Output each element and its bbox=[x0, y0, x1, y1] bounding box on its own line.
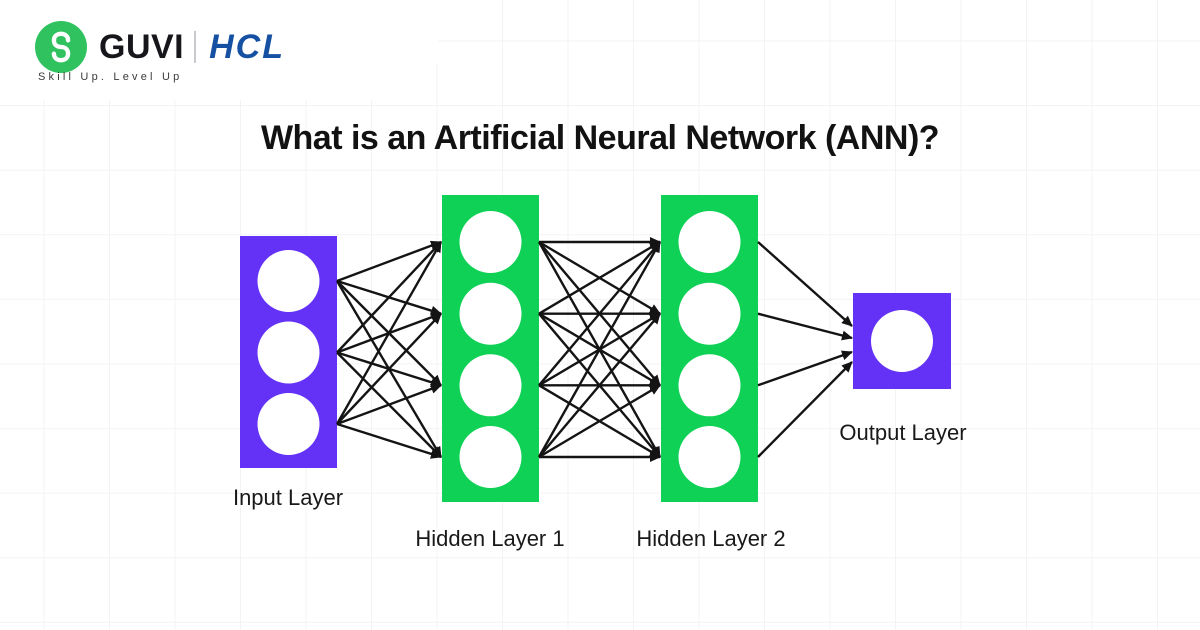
neuron-node-hidden1 bbox=[459, 354, 522, 417]
connection-arrow bbox=[757, 312, 853, 341]
neuron-node-hidden2 bbox=[678, 211, 741, 273]
page-title: What is an Artificial Neural Network (AN… bbox=[260, 119, 940, 157]
neuron-node-hidden1 bbox=[459, 282, 522, 345]
neuron-node-hidden2 bbox=[678, 282, 741, 345]
neuron-node-hidden2 bbox=[678, 426, 741, 488]
connection-arrow bbox=[538, 240, 661, 315]
connection-arrow bbox=[336, 241, 442, 354]
connection-arrow bbox=[538, 241, 661, 387]
connection-arrow bbox=[757, 241, 853, 327]
brand-header: GUVI HCL bbox=[35, 21, 285, 73]
connection-arrow bbox=[336, 240, 442, 283]
connection-arrow bbox=[757, 361, 853, 458]
connection-arrow bbox=[335, 241, 443, 425]
connection-arrow bbox=[538, 384, 661, 459]
hidden-layer-2-label: Hidden Layer 2 bbox=[636, 526, 786, 551]
connection-arrow bbox=[757, 350, 853, 387]
neuron-node-input bbox=[257, 393, 320, 455]
connection-arrow bbox=[538, 312, 661, 458]
brand-tagline: Skill Up. Level Up bbox=[38, 71, 183, 83]
connection-arrow bbox=[336, 384, 442, 426]
neuron-node-output bbox=[871, 310, 933, 372]
connection-arrow bbox=[336, 422, 442, 459]
guvi-wordmark: GUVI bbox=[99, 27, 185, 66]
neuron-node-input bbox=[257, 250, 320, 312]
input-layer-label: Input Layer bbox=[232, 485, 344, 510]
guvi-g-glyph bbox=[51, 31, 71, 63]
neuron-node-hidden1 bbox=[459, 426, 522, 488]
neuron-node-hidden2 bbox=[678, 354, 741, 417]
guvi-logo-icon bbox=[35, 21, 87, 73]
neuron-node-hidden1 bbox=[459, 211, 522, 273]
neuron-node-input bbox=[257, 321, 320, 384]
hidden-layer-1-label: Hidden Layer 1 bbox=[415, 526, 565, 551]
connection-arrow bbox=[537, 241, 662, 458]
brand-separator bbox=[194, 31, 197, 63]
output-layer-label: Output Layer bbox=[839, 420, 967, 445]
hcl-wordmark: HCL bbox=[209, 27, 286, 66]
connection-arrow bbox=[336, 312, 442, 425]
